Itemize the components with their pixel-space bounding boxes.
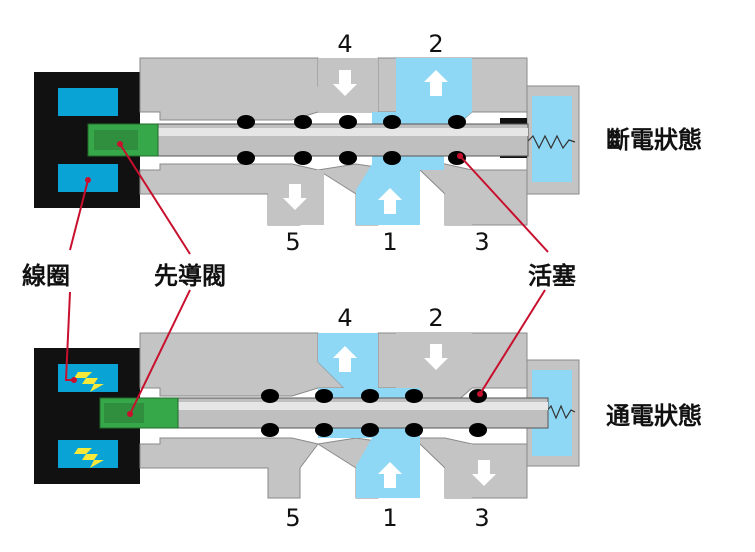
lightning-bolt-icon xyxy=(74,372,104,392)
port-number: 3 xyxy=(474,504,489,532)
port-3-channel-bottom xyxy=(445,444,472,498)
coil-winding-top-upper xyxy=(58,88,118,116)
flow-arrows-top xyxy=(283,70,448,214)
seal xyxy=(294,151,312,165)
pilot-valve-label: 先導閥 xyxy=(154,262,226,290)
arrow-up-icon xyxy=(378,188,402,214)
valve-off xyxy=(34,57,580,226)
seal xyxy=(261,389,279,403)
port-number: 5 xyxy=(285,504,300,532)
piston-pointer xyxy=(479,289,546,395)
rod-highlight-top xyxy=(140,128,528,136)
valve-on xyxy=(34,332,580,499)
seal xyxy=(237,151,255,165)
pilot-pointer xyxy=(119,143,191,255)
arrow-down-icon xyxy=(333,70,357,96)
pilot-valve-core-top xyxy=(94,130,138,150)
seal xyxy=(315,423,333,437)
seal xyxy=(315,389,333,403)
port-number: 5 xyxy=(285,228,300,256)
piston-label: 活塞 xyxy=(528,262,576,290)
arrow-up-icon xyxy=(333,346,357,372)
state-label-on: 通電狀態 xyxy=(606,402,702,430)
seal xyxy=(261,423,279,437)
spring-bottom xyxy=(545,404,576,420)
seal xyxy=(405,389,423,403)
rod-highlight-bottom xyxy=(160,402,548,410)
state-label-off: 斷電狀態 xyxy=(606,126,702,154)
seal xyxy=(237,115,255,129)
lightning-bolt-icon xyxy=(74,448,104,468)
port-numbers-top: 4 2 5 1 3 xyxy=(285,30,489,256)
seal xyxy=(294,115,312,129)
port-number: 2 xyxy=(428,30,443,58)
port-number: 4 xyxy=(337,304,352,332)
pilot-pointer xyxy=(129,289,191,415)
spring-chamber-top xyxy=(532,96,572,182)
port-3-channel-top xyxy=(445,170,472,225)
seal xyxy=(361,423,379,437)
seals-bottom xyxy=(261,389,487,437)
port-number: 3 xyxy=(474,228,489,256)
arrow-down-icon xyxy=(283,184,307,210)
seal xyxy=(469,423,487,437)
seal xyxy=(405,423,423,437)
flow-arrows-bottom xyxy=(333,344,496,488)
arrow-up-icon xyxy=(424,70,448,96)
port-number: 2 xyxy=(428,304,443,332)
seal xyxy=(448,115,466,129)
seal xyxy=(361,389,379,403)
seal xyxy=(448,151,466,165)
seals-top xyxy=(237,115,466,165)
port-number: 4 xyxy=(337,30,352,58)
piston-pointer xyxy=(459,155,549,253)
pilot-valve-core-bottom xyxy=(104,403,144,423)
coil-pointer xyxy=(69,179,89,251)
pointer-dots xyxy=(71,141,483,417)
arrow-down-icon xyxy=(424,344,448,370)
coil-label: 線圈 xyxy=(22,262,70,290)
seal xyxy=(383,151,401,165)
arrow-up-icon xyxy=(378,462,402,488)
spring-top xyxy=(526,134,576,150)
port-number: 1 xyxy=(382,504,397,532)
seal xyxy=(339,115,357,129)
port-number: 1 xyxy=(382,228,397,256)
seal xyxy=(339,151,357,165)
seal xyxy=(383,115,401,129)
port-numbers-bottom: 4 2 5 1 3 xyxy=(285,304,489,532)
arrow-down-icon xyxy=(472,460,496,486)
